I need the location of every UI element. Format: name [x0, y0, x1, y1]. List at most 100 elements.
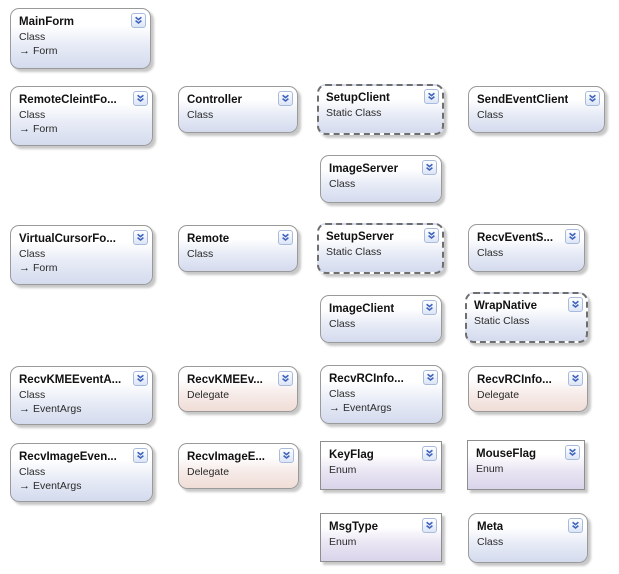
inherits-type-name: EventArgs: [33, 403, 82, 415]
node-header: MainForm: [19, 13, 146, 29]
double-chevron-down-icon: [426, 449, 433, 458]
expand-collapse-button[interactable]: [133, 371, 148, 386]
node-header: Remote: [187, 230, 293, 246]
node-header: SetupServer: [326, 228, 439, 244]
node-kind-label: Enum: [329, 464, 357, 476]
node-header: RecvKMEEv...: [187, 371, 293, 387]
double-chevron-down-icon: [137, 374, 144, 383]
expand-collapse-button[interactable]: [422, 300, 437, 315]
node-inherits: →EventArgs: [19, 479, 148, 494]
delegate-node-recvkmeev[interactable]: RecvKMEEv...Delegate: [178, 366, 298, 412]
expand-collapse-button[interactable]: [568, 371, 583, 386]
expand-collapse-button[interactable]: [278, 230, 293, 245]
expand-collapse-button[interactable]: [422, 518, 437, 533]
class-node-remotecleintfo[interactable]: RemoteCleintFo... Class→Form: [10, 86, 153, 146]
node-kind-label: Class: [187, 248, 214, 260]
class-node-virtualcursorfo[interactable]: VirtualCursorFo...Class→Form: [10, 225, 153, 285]
expand-collapse-button[interactable]: [422, 446, 437, 461]
node-title: RecvRCInfo...: [477, 374, 552, 386]
double-chevron-down-icon: [572, 300, 579, 309]
expand-collapse-button[interactable]: [424, 228, 439, 243]
expand-collapse-button[interactable]: [423, 370, 438, 385]
expand-collapse-button[interactable]: [585, 91, 600, 106]
node-header: VirtualCursorFo...: [19, 230, 148, 246]
node-title: RecvKMEEventA...: [19, 374, 122, 386]
double-chevron-down-icon: [572, 521, 579, 530]
node-kind-label: Class: [477, 109, 504, 121]
double-chevron-down-icon: [569, 448, 576, 457]
expand-collapse-button[interactable]: [133, 91, 148, 106]
node-title: SetupClient: [326, 92, 390, 104]
class-node-recvevents[interactable]: RecvEventS...Class: [468, 224, 585, 272]
expand-collapse-button[interactable]: [133, 230, 148, 245]
node-inherits: →Form: [19, 122, 148, 137]
node-header: Controller: [187, 91, 293, 107]
node-header: RecvKMEEventA...: [19, 371, 148, 387]
expand-collapse-button[interactable]: [131, 13, 146, 28]
class-node-recvkmeeventa[interactable]: RecvKMEEventA...Class→EventArgs: [10, 366, 153, 425]
class-node-recvimageeven[interactable]: RecvImageEven...Class→EventArgs: [10, 443, 153, 502]
double-chevron-down-icon: [426, 521, 433, 530]
node-kind-label: Class: [329, 318, 356, 330]
node-title: VirtualCursorFo...: [19, 233, 116, 245]
node-title: MainForm: [19, 16, 74, 28]
double-chevron-down-icon: [569, 232, 576, 241]
node-title: MouseFlag: [476, 448, 537, 460]
node-inherits: →Form: [19, 44, 146, 59]
inherits-type-name: EventArgs: [33, 480, 82, 492]
node-title: SetupServer: [326, 231, 394, 243]
expand-collapse-button[interactable]: [568, 297, 583, 312]
delegate-node-recvimagee[interactable]: RecvImageE...Delegate: [178, 443, 299, 489]
node-kind-label: Static Class: [474, 315, 530, 327]
node-header: RecvEventS...: [477, 229, 580, 245]
double-chevron-down-icon: [135, 16, 142, 25]
node-kind-label: Class: [477, 536, 504, 548]
class-node-recvrcinfo[interactable]: RecvRCInfo...Class→EventArgs: [320, 365, 443, 424]
expand-collapse-button[interactable]: [278, 371, 293, 386]
node-header: SetupClient: [326, 89, 439, 105]
node-title: RemoteCleintFo...: [19, 94, 117, 106]
expand-collapse-button[interactable]: [422, 160, 437, 175]
inherits-arrow-icon: →: [19, 123, 30, 135]
node-kind-label: Class: [187, 109, 214, 121]
node-kind-label: Enum: [476, 463, 504, 475]
expand-collapse-button[interactable]: [133, 448, 148, 463]
double-chevron-down-icon: [572, 374, 579, 383]
inherits-type-name: Form: [33, 262, 58, 274]
expand-collapse-button[interactable]: [568, 518, 583, 533]
node-header: RecvImageE...: [187, 448, 294, 464]
double-chevron-down-icon: [426, 163, 433, 172]
double-chevron-down-icon: [589, 94, 596, 103]
node-kind-label: Static Class: [326, 107, 382, 119]
double-chevron-down-icon: [426, 303, 433, 312]
node-title: KeyFlag: [329, 449, 374, 461]
expand-collapse-button[interactable]: [565, 229, 580, 244]
expand-collapse-button[interactable]: [278, 91, 293, 106]
delegate-node-recvrcinfo[interactable]: RecvRCInfo...Delegate: [468, 366, 588, 412]
inherits-arrow-icon: →: [19, 45, 30, 57]
inherits-arrow-icon: →: [329, 402, 340, 414]
node-header: WrapNative: [474, 297, 583, 313]
expand-collapse-button[interactable]: [424, 89, 439, 104]
node-kind-label: Class: [19, 109, 46, 121]
node-header: ImageClient: [329, 300, 437, 316]
inherits-arrow-icon: →: [19, 480, 30, 492]
node-header: Meta: [477, 518, 583, 534]
node-title: WrapNative: [474, 300, 538, 312]
expand-collapse-button[interactable]: [565, 445, 580, 460]
expand-collapse-button[interactable]: [279, 448, 294, 463]
